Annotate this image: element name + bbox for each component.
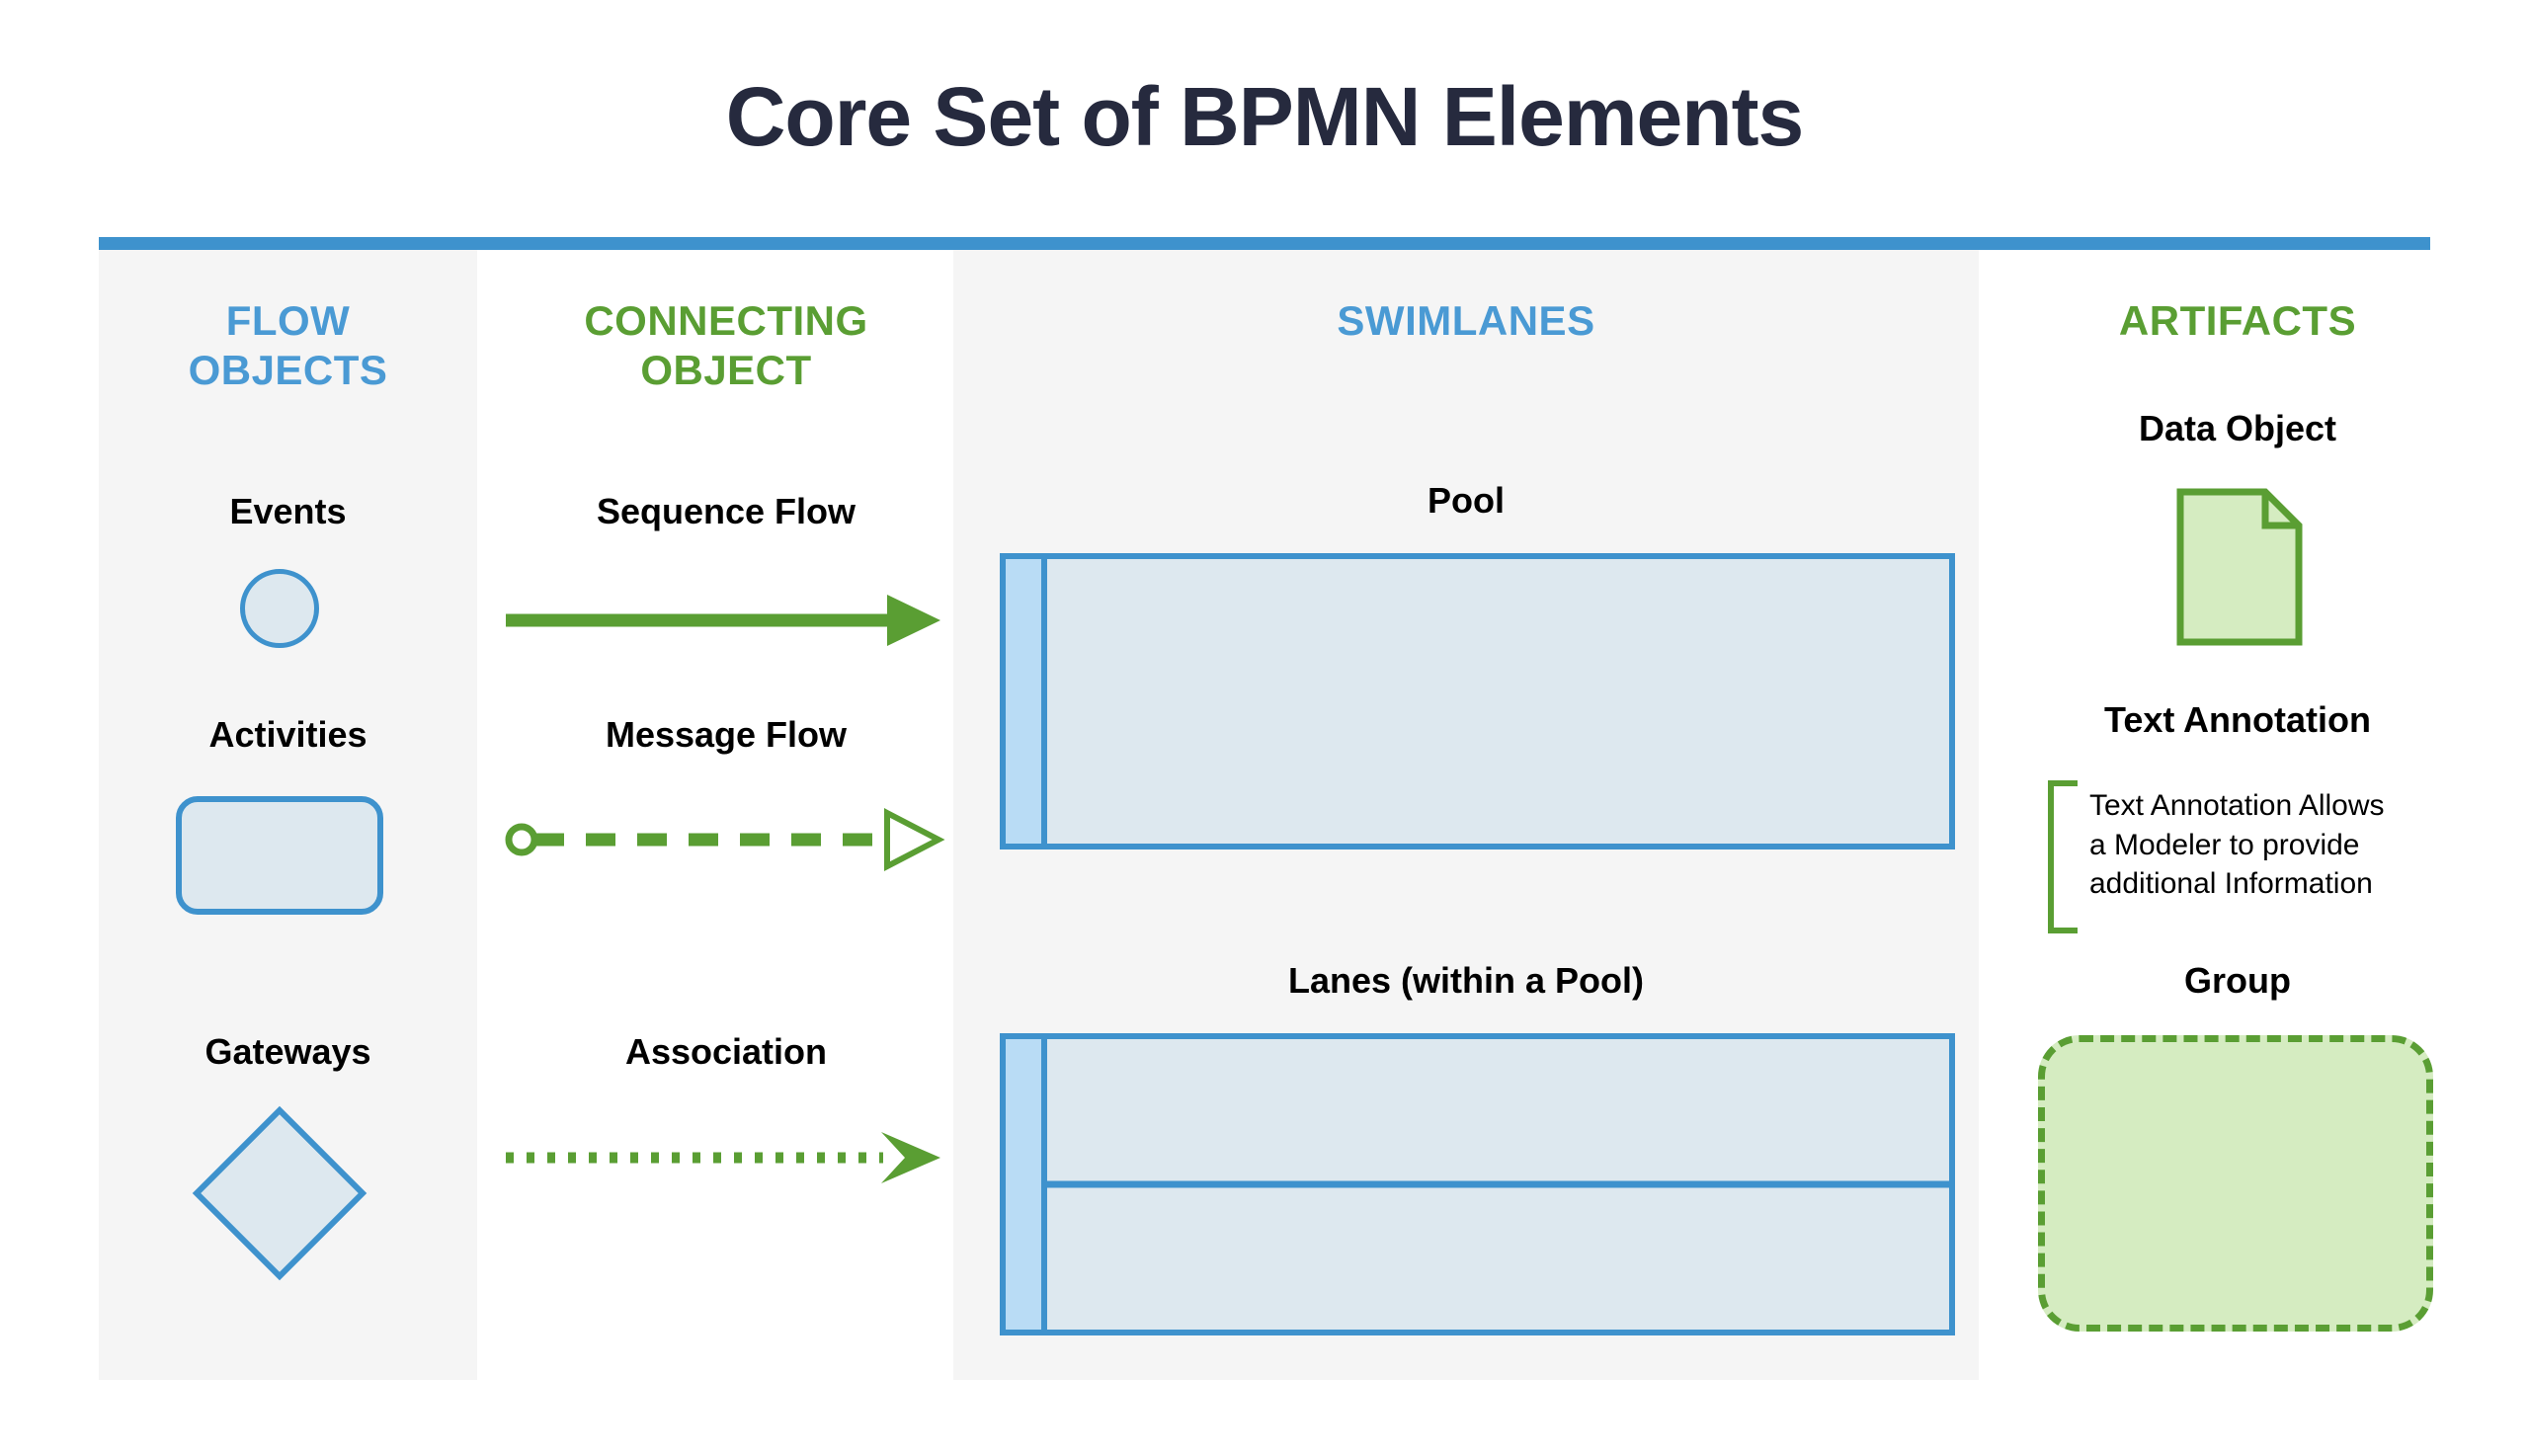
title-divider-rule [99, 237, 2430, 250]
page-title: Core Set of BPMN Elements [725, 70, 1805, 163]
flow-objects-heading-line1: FLOW [225, 297, 351, 344]
text-annotation-shape: Text Annotation Allows a Modeler to prov… [2048, 780, 2433, 933]
text-annotation-label: Text Annotation [2104, 699, 2371, 740]
diamond-icon [191, 1104, 368, 1282]
group-label: Group [2184, 960, 2291, 1001]
dashed-rounded-rectangle-icon [2038, 1035, 2433, 1332]
text-annotation-body-line3: additional Information [2089, 867, 2373, 901]
bracket-icon [2048, 780, 2078, 933]
dashed-arrow-open-head-icon [505, 808, 945, 871]
text-annotation-body: Text Annotation Allows a Modeler to prov… [2089, 786, 2437, 904]
flow-objects-heading: FLOW OBJECTS [99, 296, 477, 394]
sequence-flow-label: Sequence Flow [596, 491, 857, 531]
text-annotation-body-line2: a Modeler to provide [2089, 828, 2360, 861]
swimlanes-heading: SWIMLANES [1337, 297, 1595, 344]
document-icon [2176, 488, 2303, 646]
association-label: Association [624, 1031, 828, 1072]
gateways-label: Gateways [204, 1031, 371, 1072]
lanes-label: Lanes (within a Pool) [1287, 960, 1645, 1001]
lanes-icon [1000, 1033, 1955, 1335]
connecting-object-heading-line2: OBJECT [640, 346, 812, 393]
circle-icon [240, 569, 319, 648]
activities-label: Activities [208, 714, 367, 755]
pool-icon [1000, 553, 1955, 849]
events-label: Events [229, 491, 347, 531]
message-flow-label: Message Flow [605, 714, 848, 755]
pool-label: Pool [1428, 480, 1505, 521]
artifacts-heading: ARTIFACTS [2118, 297, 2357, 344]
text-annotation-body-line1: Text Annotation Allows [2089, 789, 2385, 822]
flow-objects-heading-line2: OBJECTS [188, 346, 388, 393]
connecting-object-heading-line1: CONNECTING [584, 297, 868, 344]
dotted-arrow-chevron-icon [506, 1126, 940, 1189]
solid-arrow-icon [506, 589, 940, 652]
rounded-rectangle-icon [176, 796, 383, 915]
connecting-object-heading: CONNECTING OBJECT [484, 296, 968, 394]
data-object-label: Data Object [2138, 408, 2337, 448]
